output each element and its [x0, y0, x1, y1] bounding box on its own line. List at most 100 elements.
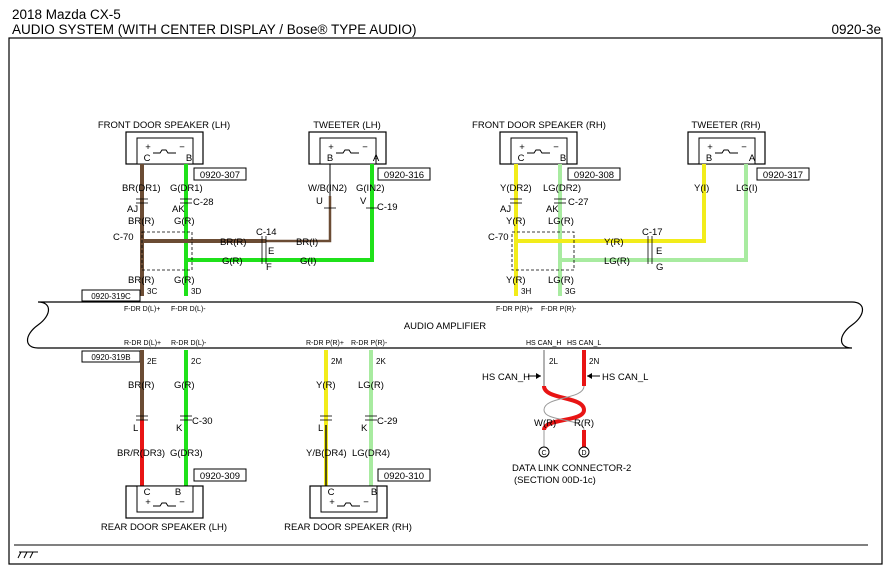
svg-text:C: C	[144, 153, 151, 164]
svg-text:0920-310: 0920-310	[384, 471, 424, 482]
svg-text:2C: 2C	[191, 357, 201, 366]
svg-text:AJ: AJ	[500, 204, 511, 215]
svg-text:R-DR D(L)+: R-DR D(L)+	[124, 340, 161, 347]
twisted-pair-red	[542, 385, 587, 431]
dlc-pin-c	[538, 446, 550, 458]
front-rh-labels: Y(DR2) LG(DR2) AJ AK C-27 Y(R) LG(R) C-7…	[488, 183, 758, 296]
wire-br-i	[266, 196, 332, 243]
wire-y-i	[516, 164, 706, 243]
svg-text:B: B	[371, 487, 377, 498]
svg-text:C-17: C-17	[642, 227, 663, 238]
dlc-section: (SECTION 00D-1c)	[514, 475, 596, 486]
svg-text:Y(R): Y(R)	[506, 216, 526, 227]
svg-text:Y(I): Y(I)	[694, 183, 709, 194]
rear-lh-title: REAR DOOR SPEAKER (LH)	[101, 522, 227, 533]
ref-box	[756, 167, 810, 181]
amplifier-title: AUDIO AMPLIFIER	[404, 321, 486, 332]
connector-ticks	[136, 198, 653, 421]
tweeter-rh: TWEETER (RH) + − B A 0920-317	[687, 120, 810, 181]
svg-text:2E: 2E	[147, 357, 157, 366]
svg-text:V: V	[360, 196, 367, 207]
ground-icon	[17, 551, 38, 559]
ref-box	[193, 167, 247, 181]
svg-text:F: F	[266, 262, 272, 273]
svg-text:G(I): G(I)	[300, 256, 316, 267]
svg-text:BR(R): BR(R)	[128, 380, 154, 391]
svg-text:+: +	[707, 142, 713, 153]
rear-lh-wiring	[140, 350, 188, 486]
ref-box	[193, 468, 247, 482]
svg-text:B: B	[706, 153, 712, 164]
tweeter-lh-title: TWEETER (LH)	[313, 120, 381, 131]
svg-text:+: +	[328, 142, 334, 153]
front-rh-wiring	[511, 164, 748, 296]
twisted-pair-white	[543, 385, 585, 431]
wire-lg-i	[560, 164, 748, 262]
svg-text:LG(DR4): LG(DR4)	[352, 448, 390, 459]
svg-text:3C: 3C	[147, 287, 157, 296]
svg-text:0920-319B: 0920-319B	[91, 353, 130, 362]
svg-text:−: −	[741, 142, 747, 153]
svg-text:BR(R): BR(R)	[220, 237, 246, 248]
front-lh-title: FRONT DOOR SPEAKER (LH)	[98, 120, 230, 131]
svg-text:+: +	[145, 142, 151, 153]
svg-text:C-19: C-19	[377, 202, 398, 213]
svg-text:G(R): G(R)	[174, 380, 195, 391]
rear-door-speaker-lh: 0920-309 C B + − REAR DOOR SPEAKER (LH)	[101, 468, 247, 533]
svg-text:E: E	[656, 246, 662, 257]
svg-text:K: K	[176, 423, 183, 434]
ref-box	[567, 167, 621, 181]
svg-text:0920-319C: 0920-319C	[91, 292, 131, 301]
svg-text:LG(DR2): LG(DR2)	[543, 183, 581, 194]
svg-text:B: B	[186, 153, 192, 164]
svg-text:W/B(IN2): W/B(IN2)	[308, 183, 347, 194]
svg-text:HS CAN_L: HS CAN_L	[567, 340, 601, 347]
bottom-labels: 2E 2C 2M 2K 2L 2N BR(R) G(R) Y(R) LG(R) …	[117, 357, 648, 486]
svg-text:C-27: C-27	[568, 197, 589, 208]
svg-text:0920-307: 0920-307	[200, 170, 240, 181]
svg-text:R-DR P(R)-: R-DR P(R)-	[351, 340, 388, 347]
svg-text:G(R): G(R)	[174, 275, 195, 286]
svg-text:K: K	[361, 423, 368, 434]
svg-text:−: −	[362, 142, 368, 153]
ref-box	[377, 167, 431, 181]
svg-text:C-14: C-14	[256, 227, 277, 238]
speaker-icon	[153, 502, 176, 507]
svg-text:C-29: C-29	[377, 416, 398, 427]
svg-text:C: C	[541, 450, 546, 457]
svg-text:G(DR1): G(DR1)	[170, 183, 203, 194]
svg-text:C: C	[144, 487, 151, 498]
tweeter-lh: TWEETER (LH) + − B A 0920-316	[308, 120, 431, 181]
svg-text:LG(R): LG(R)	[604, 256, 630, 267]
svg-text:3H: 3H	[521, 287, 531, 296]
svg-text:G(IN2): G(IN2)	[356, 183, 385, 194]
svg-text:B: B	[327, 153, 333, 164]
front-door-speaker-lh: FRONT DOOR SPEAKER (LH) + − C B 0920-307	[98, 120, 247, 181]
svg-text:D: D	[581, 450, 586, 457]
svg-text:+: +	[145, 497, 151, 508]
svg-text:R-DR P(R)+: R-DR P(R)+	[306, 340, 344, 347]
svg-text:R-DR D(L)-: R-DR D(L)-	[171, 340, 207, 347]
dlc-pin-d	[578, 446, 590, 458]
dlc-title: DATA LINK CONNECTOR-2	[512, 463, 631, 474]
svg-text:A: A	[749, 153, 756, 164]
svg-text:Y(R): Y(R)	[316, 380, 336, 391]
speaker-icon	[527, 149, 550, 154]
svg-text:−: −	[179, 142, 185, 153]
svg-text:2M: 2M	[331, 357, 342, 366]
connector-c70-box	[141, 231, 193, 271]
audio-amplifier: AUDIO AMPLIFIER 0920-319C 0920-319B F-DR…	[26, 289, 864, 363]
svg-text:C-70: C-70	[488, 232, 509, 243]
speaker-icon	[337, 502, 360, 507]
ref-box	[81, 289, 141, 302]
speaker-icon	[336, 149, 359, 154]
front-rh-title: FRONT DOOR SPEAKER (RH)	[472, 120, 606, 131]
wire-g-i	[186, 164, 374, 262]
svg-text:0920-317: 0920-317	[763, 170, 803, 181]
svg-text:2L: 2L	[549, 357, 558, 366]
svg-text:U: U	[316, 196, 323, 207]
svg-text:G(R): G(R)	[222, 256, 243, 267]
rear-rh-title: REAR DOOR SPEAKER (RH)	[284, 522, 412, 533]
svg-text:BR(R): BR(R)	[128, 216, 154, 227]
